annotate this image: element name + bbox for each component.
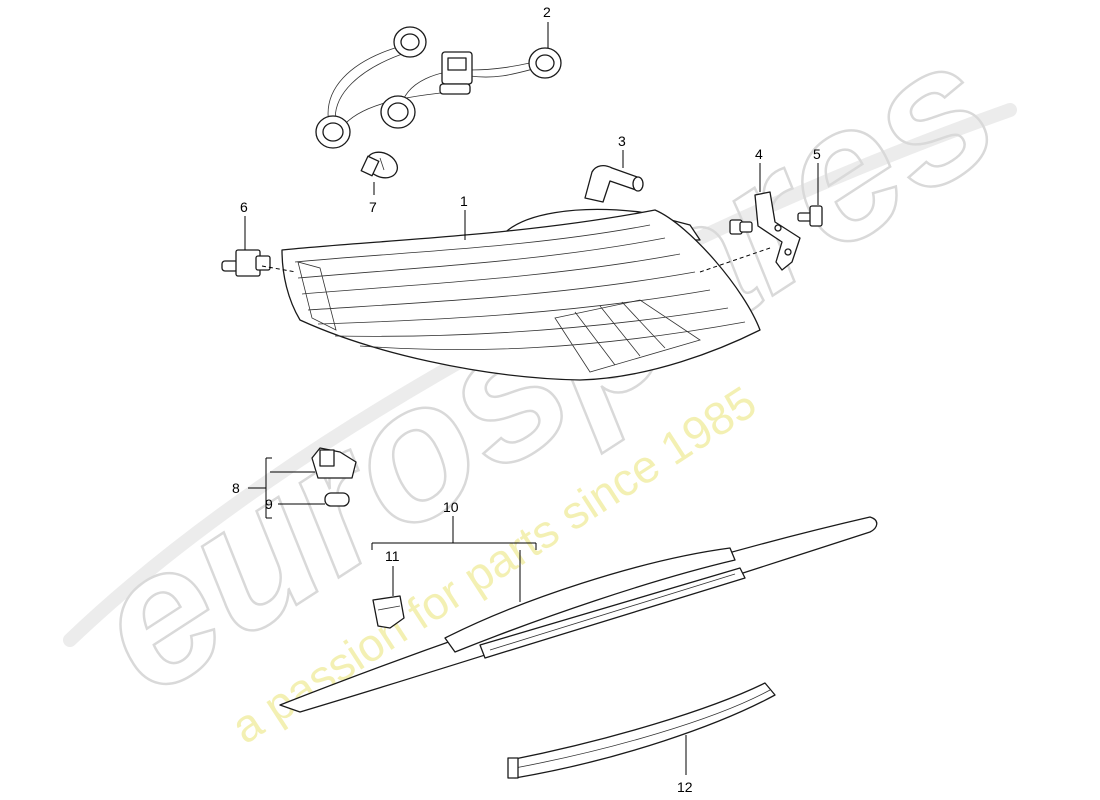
- callout-11: 11: [385, 548, 400, 564]
- mounting-bracket: [754, 191, 801, 271]
- vent-hose: [584, 165, 644, 203]
- callout-5: 5: [813, 146, 821, 162]
- leader-lines: [244, 22, 819, 775]
- bulb-socket: [315, 115, 351, 149]
- callout-9: 9: [265, 496, 273, 512]
- wiring-harness: [315, 26, 562, 149]
- license-lamp-housing: [311, 447, 357, 479]
- bulb-socket: [393, 26, 427, 58]
- callout-3: 3: [618, 133, 626, 149]
- callout-7: 7: [369, 199, 377, 215]
- retaining-clip: [221, 249, 271, 277]
- callout-10: 10: [443, 499, 459, 515]
- callouts: 1 2 3 4 5 6 7 8 9 10 11 12: [232, 4, 821, 795]
- bulb-socket: [380, 95, 416, 129]
- callout-1: 1: [460, 193, 468, 209]
- screw: [797, 205, 823, 227]
- clip: [372, 595, 405, 629]
- callout-8: 8: [232, 480, 240, 496]
- callout-12: 12: [677, 779, 693, 795]
- festoon-bulb: [324, 492, 350, 507]
- callout-4: 4: [755, 146, 763, 162]
- led-light-strip: [507, 682, 776, 779]
- bulb-socket: [528, 47, 562, 79]
- tail-lamp: [281, 208, 761, 381]
- callout-6: 6: [240, 199, 248, 215]
- bulb: [360, 151, 399, 179]
- callout-2: 2: [543, 4, 551, 20]
- third-brake-light: [279, 516, 878, 713]
- screw: [729, 219, 753, 235]
